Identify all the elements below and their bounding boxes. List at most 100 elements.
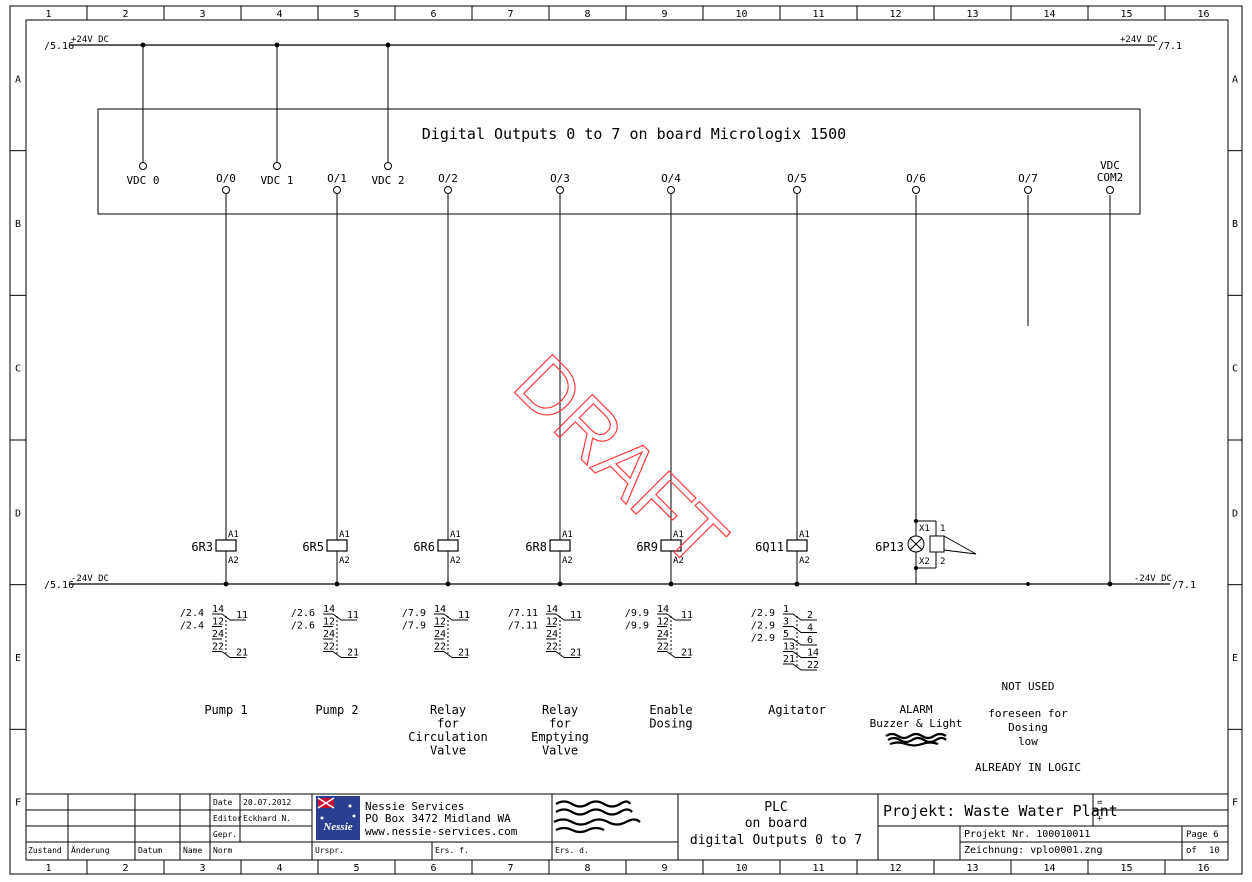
- junction-dot: [140, 42, 146, 48]
- coil-tag: 6R9: [636, 540, 658, 554]
- terminal-label: O/0: [216, 172, 236, 185]
- coil-icon: [437, 539, 459, 552]
- column-marker-bottom: 8: [584, 863, 590, 874]
- contact-left-num: 22: [434, 642, 446, 653]
- coil-description: Relay: [430, 703, 466, 717]
- contact-ref: /7.11: [508, 621, 538, 632]
- contact-ref: /9.9: [625, 608, 649, 619]
- contact-left-num: 24: [657, 629, 669, 640]
- coil-a1: A1: [673, 530, 684, 540]
- o7-already-in-logic: ALREADY IN LOGIC: [975, 761, 1081, 774]
- row-marker-left: C: [15, 364, 21, 375]
- contact-right-num: 4: [807, 623, 813, 634]
- contact-left-num: 24: [212, 629, 224, 640]
- column-marker-top: 13: [966, 9, 978, 20]
- o7-wiring: NOT USED foreseen for Dosing low ALREADY…: [975, 195, 1113, 774]
- hdr-norm: Norm: [213, 846, 232, 855]
- coil-a1: A1: [339, 530, 350, 540]
- drawing-title-1: PLC: [764, 800, 787, 815]
- top-rail-left-ref: /5.16: [44, 41, 74, 52]
- contact-left-num: 22: [546, 642, 558, 653]
- alarm-desc-1: ALARM: [899, 703, 932, 716]
- page-number: Page 6: [1186, 830, 1219, 840]
- contact-left-num: 14: [546, 604, 558, 615]
- contact-ref: /2.9: [751, 633, 775, 644]
- terminal-icon: [1106, 186, 1114, 194]
- row-marker-left: F: [15, 798, 21, 809]
- bottom-rail-label-right: -24V DC: [1134, 574, 1172, 584]
- terminal-icon: [139, 162, 147, 170]
- column-marker-bottom: 15: [1120, 863, 1132, 874]
- terminal-label: O/1: [327, 172, 347, 185]
- column-marker-top: 11: [812, 9, 824, 20]
- contact-right-num: 11: [570, 610, 582, 621]
- contact-left-num: 12: [323, 617, 335, 628]
- contact-right-num: 11: [458, 610, 470, 621]
- alarm-x1: X1: [919, 524, 930, 534]
- bottom-rail: /5.16 -24V DC -24V DC /7.1: [44, 574, 1196, 591]
- contact-right-num: 21: [570, 648, 582, 659]
- row-marker-right: C: [1232, 364, 1238, 375]
- contact-left-num: 12: [212, 617, 224, 628]
- junction-dot: [334, 581, 340, 587]
- column-marker-top: 3: [199, 9, 205, 20]
- redacted-scribble: [553, 800, 641, 834]
- coil-description: Dosing: [649, 717, 692, 731]
- contact-right-num: 21: [236, 648, 248, 659]
- contact-left-num: 1: [783, 604, 789, 615]
- column-markers: 1122334455667788991010111112121313141415…: [45, 6, 1210, 874]
- junction-dot: [668, 581, 674, 587]
- coil-tag: 6R8: [525, 540, 547, 554]
- plc-title: Digital Outputs 0 to 7 on board Microlog…: [422, 125, 846, 143]
- terminal-icon: [556, 186, 564, 194]
- contact-right-num: 21: [458, 648, 470, 659]
- contact-ref: /7.9: [402, 608, 426, 619]
- hdr-ersd: Ers. d.: [555, 846, 589, 855]
- alarm-device: 6P13 X1 X2 1 2 ALARM Buzzer & Light: [870, 195, 977, 747]
- row-marker-left: A: [15, 74, 21, 85]
- column-marker-bottom: 6: [430, 863, 436, 874]
- row-marker-right: D: [1232, 508, 1238, 519]
- column-marker-top: 6: [430, 9, 436, 20]
- contact-left-num: 14: [657, 604, 669, 615]
- company-name: Nessie Services: [365, 800, 464, 813]
- bottom-rail-right-ref: /7.1: [1172, 580, 1196, 591]
- junction-dot: [557, 581, 563, 587]
- title-block: Zustand Änderung Datum Name Norm Urspr. …: [25, 793, 1229, 861]
- gepr-label: Gepr.: [213, 830, 237, 839]
- contact-ref: /2.4: [180, 608, 204, 619]
- editor-value: Eckhard N.: [243, 814, 291, 823]
- contact-left-num: 12: [657, 617, 669, 628]
- coil-a2: A2: [799, 556, 810, 566]
- contact-left-num: 24: [323, 629, 335, 640]
- contact-right-num: 21: [681, 648, 693, 659]
- hdr-anderung: Änderung: [71, 845, 110, 855]
- hdr-ersf: Ers. f.: [435, 846, 469, 855]
- column-marker-top: 15: [1120, 9, 1132, 20]
- coil-tag: 6R6: [413, 540, 435, 554]
- contact-ref: /2.9: [751, 621, 775, 632]
- logo-text: Nessie: [322, 821, 352, 833]
- contact-ref: /7.9: [402, 621, 426, 632]
- contact-left-num: 14: [212, 604, 224, 615]
- coil-tag: 6Q11: [755, 540, 784, 554]
- terminal-label: O/6: [906, 172, 926, 185]
- row-marker-left: E: [15, 653, 21, 664]
- column-marker-top: 1: [45, 9, 51, 20]
- bottom-rail-label-left: -24V DC: [71, 574, 109, 584]
- terminal-label: O/2: [438, 172, 458, 185]
- top-rail-label-left: +24V DC: [71, 35, 109, 45]
- hdr-urspr: Urspr.: [315, 846, 344, 855]
- plus-sign: +: [1097, 814, 1103, 824]
- coil-description: Agitator: [768, 703, 826, 717]
- junction-dot: [445, 581, 451, 587]
- o7-note-3: low: [1018, 735, 1038, 748]
- terminal-label: O/7: [1018, 172, 1038, 185]
- company-address: PO Box 3472 Midland WA: [365, 812, 511, 825]
- alarm-tag: 6P13: [875, 540, 904, 554]
- date-label: Date: [213, 798, 232, 807]
